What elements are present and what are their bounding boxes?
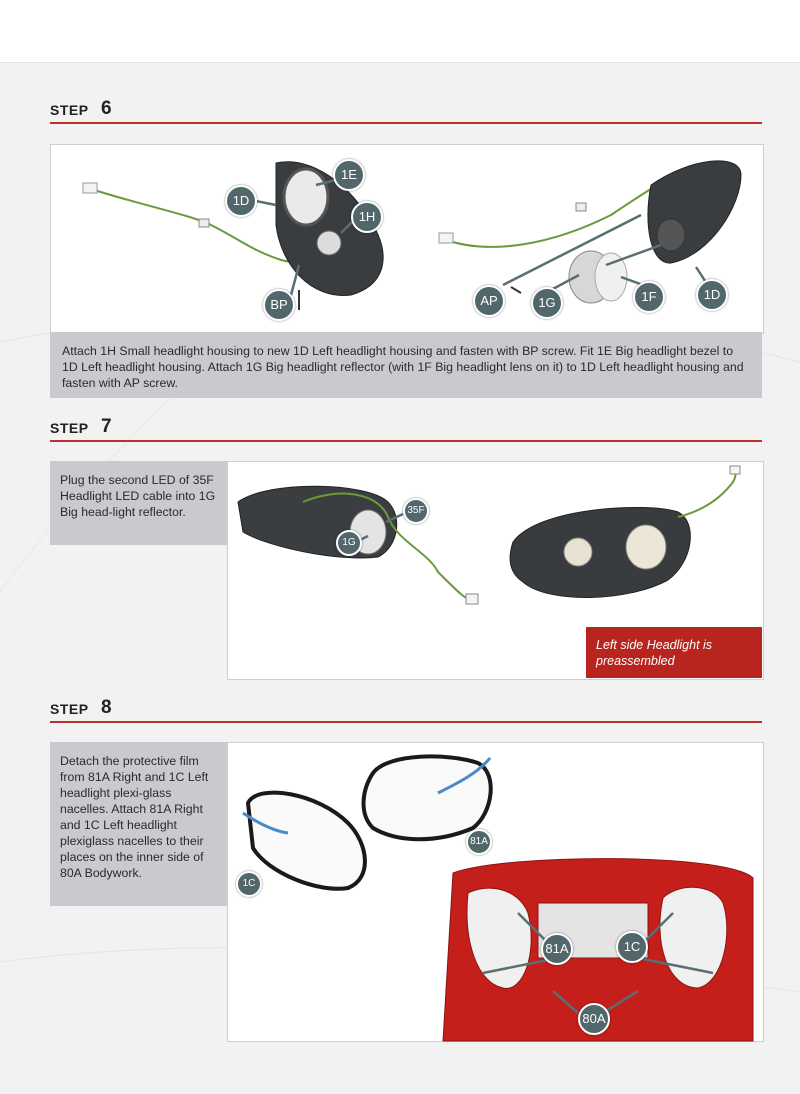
step-word: STEP xyxy=(50,102,89,118)
step-6-instructions: Attach 1H Small headlight housing to new… xyxy=(50,332,762,398)
step-7-instructions: Plug the second LED of 35F Headlight LED… xyxy=(50,461,228,545)
step-7-header: STEP 7 xyxy=(50,416,762,442)
callout-ap: AP xyxy=(473,285,505,317)
callout-bp: BP xyxy=(263,289,295,321)
callout-1d: 1D xyxy=(225,185,257,217)
step-6-illustration xyxy=(82,160,742,310)
step-8-instructions: Detach the protective film from 81A Righ… xyxy=(50,742,228,906)
step-8-illustration xyxy=(242,754,754,1042)
step-8-illustration-panel: 81A 1C 81A 1C 80A xyxy=(227,742,764,1042)
step-number: 6 xyxy=(101,98,112,119)
step-word: STEP xyxy=(50,420,89,436)
callout-35f: 35F xyxy=(403,498,429,524)
callout-1f: 1F xyxy=(633,281,665,313)
callout-1d-right: 1D xyxy=(696,279,728,311)
step-8-header: STEP 8 xyxy=(50,697,762,723)
callout-1c-nacelle: 1C xyxy=(236,871,262,897)
callout-1e: 1E xyxy=(333,159,365,191)
callout-81a-bodywork: 81A xyxy=(541,933,573,965)
callout-1c-bodywork: 1C xyxy=(616,931,648,963)
preassembled-note: Left side Headlight is preassembled xyxy=(586,627,762,678)
callout-1g: 1G xyxy=(336,530,362,556)
callout-81a-nacelle: 81A xyxy=(466,829,492,855)
step-6-illustration-panel: 1E 1D 1H BP AP 1G 1F 1D xyxy=(50,144,764,334)
callout-1h: 1H xyxy=(351,201,383,233)
step-number: 7 xyxy=(101,416,112,437)
callout-1g: 1G xyxy=(531,287,563,319)
step-6-header: STEP 6 xyxy=(50,98,762,124)
callout-80a: 80A xyxy=(578,1003,610,1035)
top-bar xyxy=(0,0,800,63)
step-number: 8 xyxy=(101,697,112,718)
step-word: STEP xyxy=(50,701,89,717)
